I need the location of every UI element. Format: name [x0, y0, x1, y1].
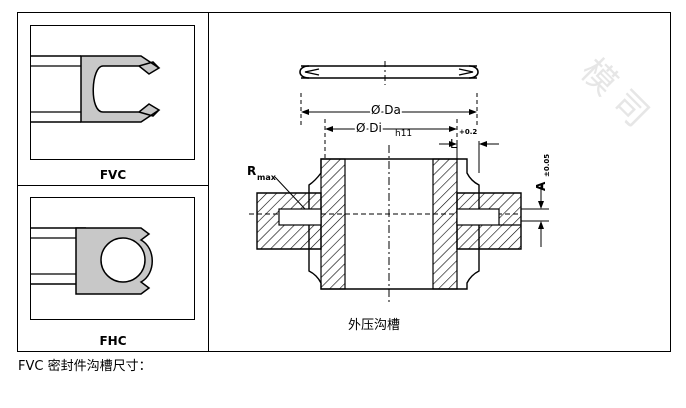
dim-di-label: Ø Di [356, 121, 382, 135]
fvc-seal-illustration [31, 55, 193, 126]
fhc-label: FHC [99, 334, 127, 348]
groove-drawing: 模 司 Ø Da Ø Di h11 L +0.2 [247, 51, 657, 303]
dim-l-label: L [450, 137, 457, 151]
dim-l-tolerance: +0.2 [459, 128, 477, 136]
dim-r-subscript: max [257, 173, 277, 182]
watermark: 模 司 [573, 51, 657, 135]
fvc-thumbnail [30, 25, 195, 160]
row-divider [17, 185, 209, 186]
fvc-label: FVC [99, 168, 127, 182]
dim-da-label: Ø Da [371, 103, 401, 117]
table-frame [17, 12, 671, 352]
diagram-caption: 外压沟槽 [348, 318, 401, 333]
dim-r-label: R [247, 164, 256, 178]
groove-cross-section [249, 145, 522, 303]
dim-a-tolerance: ±0.05 [543, 154, 551, 177]
fhc-seal-illustration [31, 227, 153, 295]
column-divider [208, 12, 209, 352]
seal-top-view [299, 61, 479, 85]
dim-a-label: A [534, 181, 548, 191]
footer-text: FVC 密封件沟槽尺寸： [18, 359, 152, 374]
fhc-thumbnail [30, 197, 195, 320]
dim-di-subscript: h11 [395, 129, 412, 139]
